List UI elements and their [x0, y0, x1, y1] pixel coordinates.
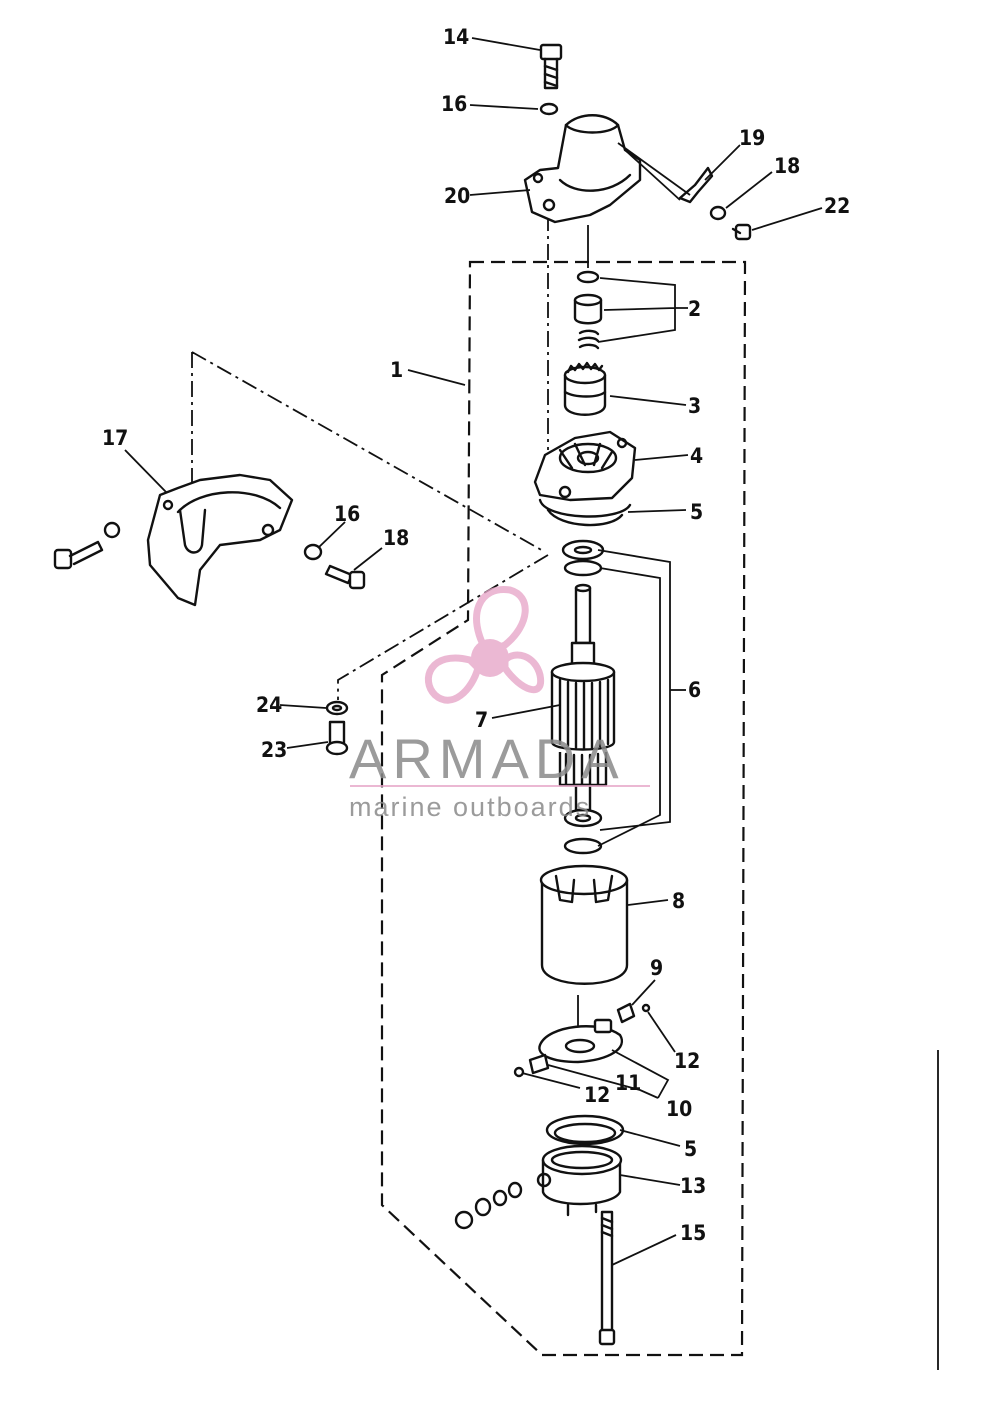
- assembly-boundary: [380, 260, 747, 1357]
- bolt-alignment-line: [337, 554, 549, 700]
- leader-lines: [124, 37, 823, 1266]
- callout-15: 14: [443, 25, 469, 49]
- callout-22: 22: [824, 194, 850, 218]
- part-20-clip: [678, 166, 714, 204]
- callout-16: 16: [441, 92, 467, 116]
- callout-21: 20: [444, 184, 470, 208]
- part-19-washer: [709, 205, 727, 221]
- part-12-screw-right: [641, 1003, 651, 1013]
- callout-5-upper: 5: [690, 500, 703, 524]
- part-12-screw-left: [513, 1066, 525, 1078]
- part-15-bolt: [539, 43, 563, 90]
- callout-3: 3: [688, 394, 701, 418]
- callout-10: 10: [666, 1097, 692, 1121]
- callout-6: 6: [688, 678, 701, 702]
- part-5-gasket-lower: [545, 1114, 625, 1146]
- callout-14: 15: [680, 1221, 706, 1245]
- part-18-bolt: [324, 564, 366, 590]
- callout-7: 7: [475, 708, 488, 732]
- part-14-through-bolt: [598, 1210, 616, 1346]
- callout-5-lower: 5: [684, 1137, 697, 1161]
- part-6-washer-set: [561, 539, 605, 855]
- callout-1: 1: [390, 358, 403, 382]
- callout-9: 9: [650, 956, 663, 980]
- callout-13: 13: [680, 1174, 706, 1198]
- part-24-washer: [325, 700, 349, 716]
- callout-4: 4: [690, 444, 703, 468]
- watermark-brand: ARMADA: [349, 727, 625, 790]
- part-2-pinion-kit: [573, 270, 603, 350]
- callout-17: 17: [102, 426, 128, 450]
- part-3-pinion-gear: [563, 361, 607, 416]
- part-7-armature: [550, 583, 616, 812]
- bracket-bolt-left: [53, 540, 104, 570]
- part-16-washer-lower: [303, 543, 323, 561]
- callout-16-lower: 16: [334, 502, 360, 526]
- part-13-end-cap: [536, 1144, 623, 1217]
- terminal-hardware: [454, 1181, 523, 1230]
- callout-19: 18: [774, 154, 800, 178]
- callout-20: 19: [739, 126, 765, 150]
- propeller-logo-icon: [424, 585, 545, 704]
- armada-watermark: ARMADA marine outboards: [349, 585, 650, 822]
- part-9-brush: [616, 1002, 636, 1024]
- callout-8: 8: [672, 889, 685, 913]
- part-16-washer: [539, 102, 559, 116]
- part-23-bolt: [325, 720, 349, 756]
- bracket-alignment-line: [191, 351, 546, 553]
- callout-11: 11: [615, 1071, 641, 1095]
- callout-23: 23: [261, 738, 287, 762]
- part-17-mounting-bracket: [146, 473, 294, 607]
- watermark-tagline: marine outboards: [349, 792, 591, 822]
- callout-24: 24: [256, 693, 282, 717]
- callout-18: 18: [383, 526, 409, 550]
- part-21-top-cover: [523, 114, 642, 224]
- part-8-field-frame: [539, 864, 629, 985]
- part-22-screw: [731, 223, 752, 241]
- part-4-drive-end-housing: [533, 430, 637, 502]
- part-10-brush-plate: [538, 1018, 623, 1064]
- part-5-gasket-upper: [538, 498, 632, 527]
- part-11-brush: [528, 1053, 550, 1075]
- callout-12-right: 12: [674, 1049, 700, 1073]
- callout-2: 2: [688, 297, 701, 321]
- callout-12-left: 12: [584, 1083, 610, 1107]
- bracket-washer-left: [103, 521, 121, 539]
